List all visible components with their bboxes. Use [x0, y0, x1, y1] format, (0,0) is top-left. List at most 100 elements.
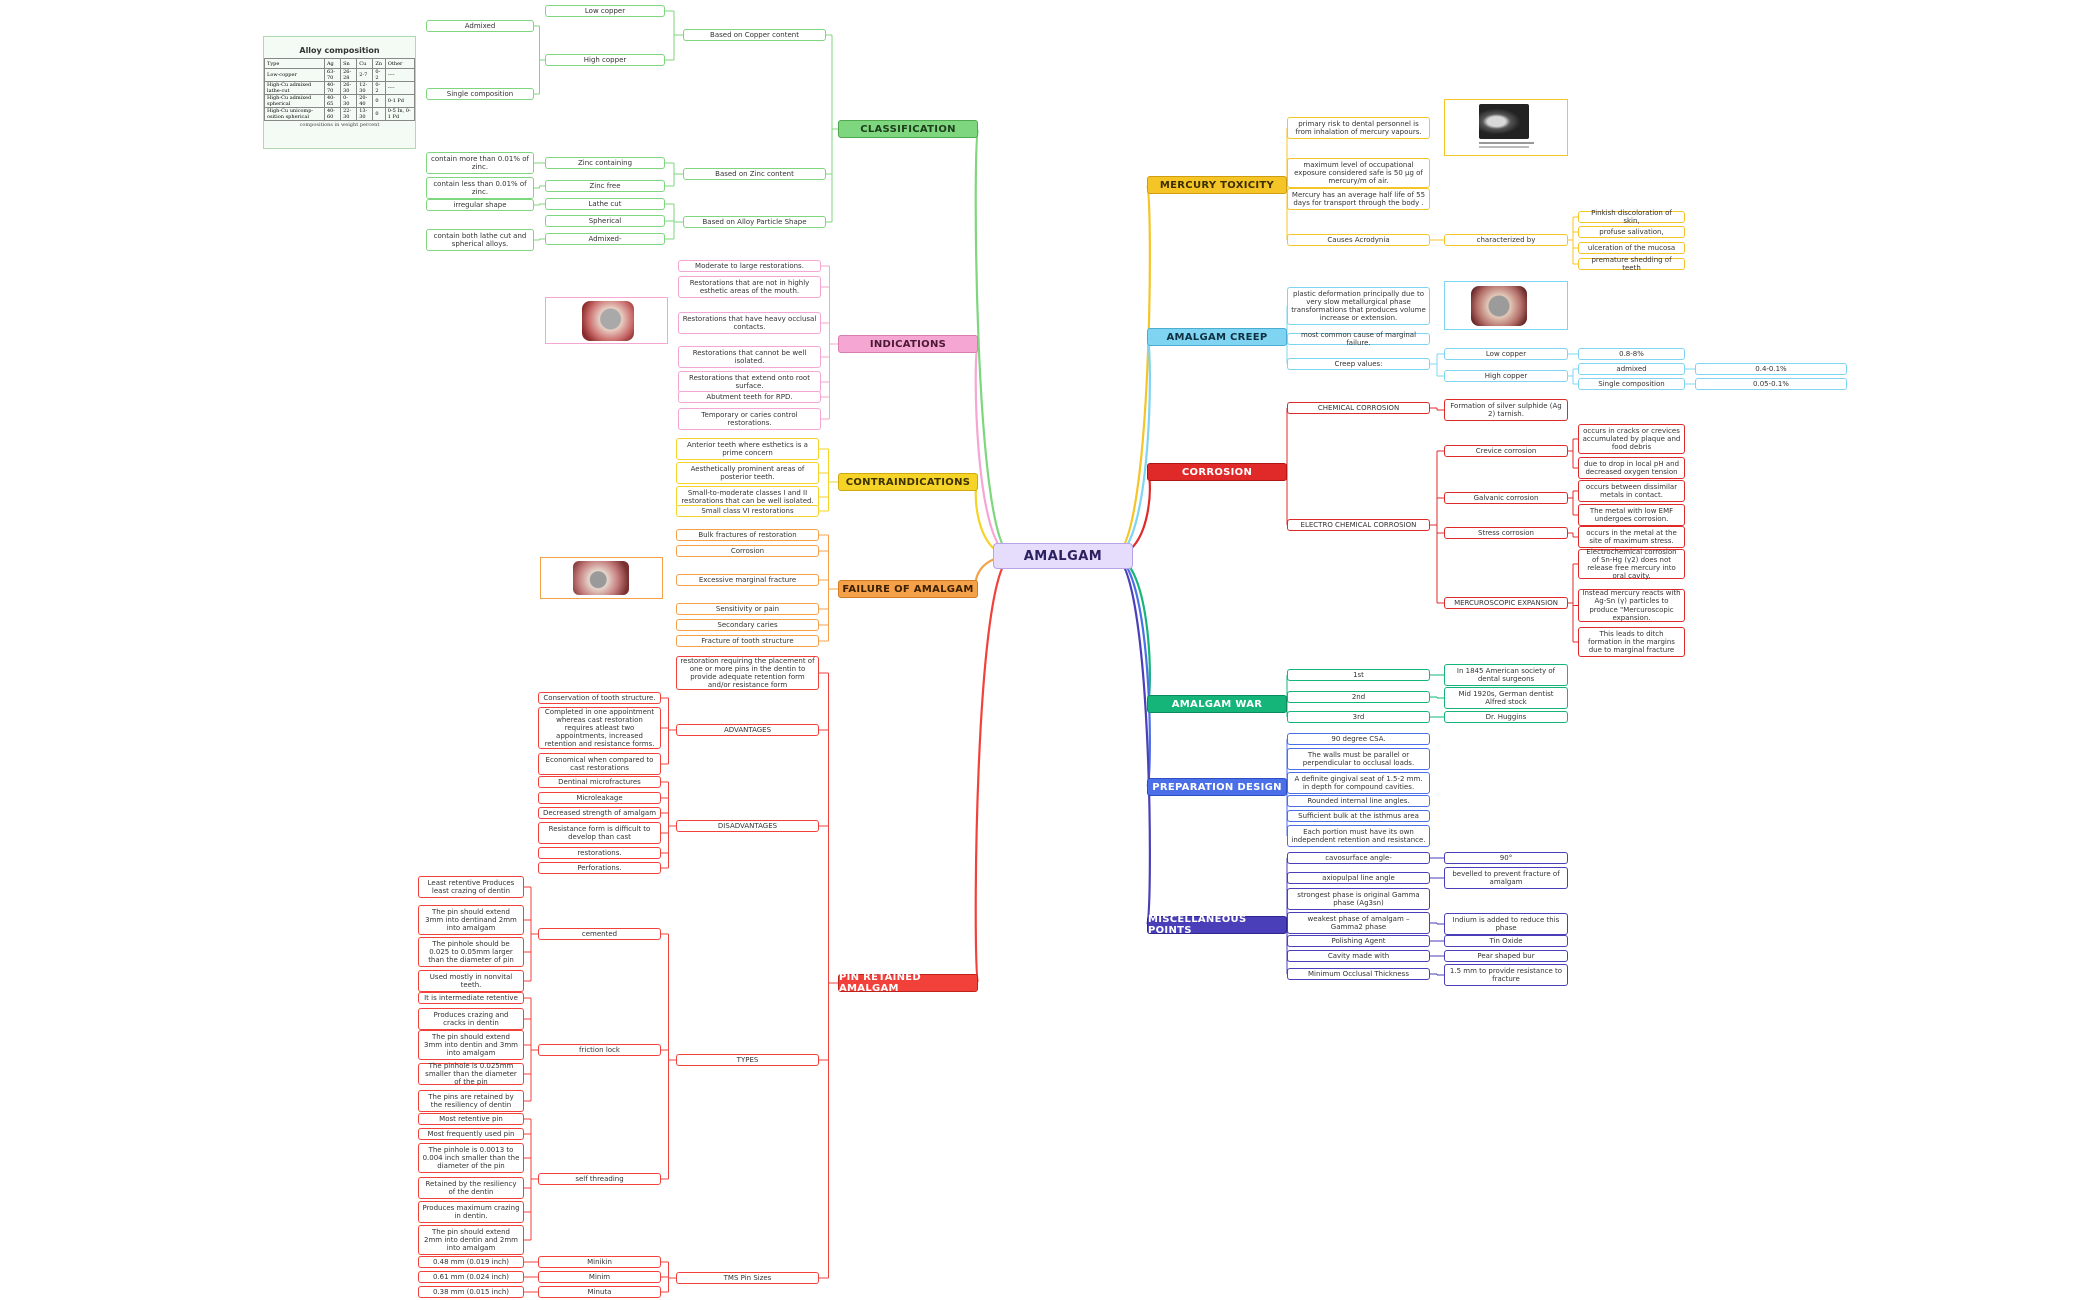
pin-type-self-threading[interactable]: self threading: [538, 1173, 661, 1185]
advantage-item[interactable]: Conservation of tooth structure.: [538, 692, 661, 704]
node-admixed-desc[interactable]: contain both lathe cut and spherical all…: [426, 229, 534, 251]
node-based-on-shape[interactable]: Based on Alloy Particle Shape: [683, 216, 826, 228]
pin-definition[interactable]: restoration requiring the placement of o…: [676, 656, 819, 690]
tms-size-value[interactable]: 0.38 mm (0.015 inch): [418, 1286, 524, 1298]
self-threading-item[interactable]: Retained by the resiliency of the dentin: [418, 1177, 524, 1199]
disadvantage-item[interactable]: Microleakage: [538, 792, 661, 804]
crevice-corrosion-item[interactable]: due to drop in local pH and decreased ox…: [1578, 457, 1685, 479]
misc-item[interactable]: weakest phase of amalgam – Gamma2 phase: [1287, 912, 1430, 934]
friction-item[interactable]: Produces crazing and cracks in dentin: [418, 1008, 524, 1030]
advantage-item[interactable]: Completed in one appointment whereas cas…: [538, 707, 661, 749]
tms-size-name[interactable]: Minikin: [538, 1256, 661, 1268]
node-based-on-copper[interactable]: Based on Copper content: [683, 29, 826, 41]
creep-cause[interactable]: most common cause of marginal failure.: [1287, 331, 1430, 347]
branch-contraindications[interactable]: CONTRAINDICATIONS: [838, 473, 978, 491]
mercuroscopic-expansion[interactable]: MERCUROSCOPIC EXPANSION: [1444, 597, 1568, 609]
misc-item[interactable]: Cavity made with: [1287, 950, 1430, 962]
pin-type-cemented[interactable]: cemented: [538, 928, 661, 940]
preparation-item[interactable]: Rounded internal line angles.: [1287, 795, 1430, 807]
branch-mercury-toxicity[interactable]: MERCURY TOXICITY: [1147, 176, 1287, 194]
branch-corrosion[interactable]: CORROSION: [1147, 463, 1287, 481]
misc-detail[interactable]: Tin Oxide: [1444, 935, 1568, 947]
node-based-on-zinc[interactable]: Based on Zinc content: [683, 168, 826, 180]
branch-miscellaneous-points[interactable]: MISCELLANEOUS POINTS: [1147, 914, 1287, 936]
mercuroscopic-item[interactable]: Instead mercury reacts with Ag-Sn (γ) pa…: [1578, 589, 1685, 622]
branch-preparation-design[interactable]: PREPARATION DESIGN: [1147, 778, 1287, 796]
branch-pin-retained-amalgam[interactable]: PIN RETAINED AMALGAM: [838, 972, 978, 994]
failure-item[interactable]: Secondary caries: [676, 619, 819, 631]
disadvantage-item[interactable]: Resistance form is difficult to develop …: [538, 822, 661, 844]
indication-item[interactable]: Restorations that cannot be well isolate…: [678, 346, 821, 368]
indication-item[interactable]: Moderate to large restorations.: [678, 260, 821, 272]
amalgam-war-1st-desc[interactable]: In 1845 American society of dental surge…: [1444, 664, 1568, 686]
tms-size-name[interactable]: Minim: [538, 1271, 661, 1283]
preparation-item[interactable]: Each portion must have its own independe…: [1287, 825, 1430, 847]
self-threading-item[interactable]: The pin should extend 2mm into dentin an…: [418, 1225, 524, 1255]
node-lathe-cut[interactable]: Lathe cut: [545, 198, 665, 210]
preparation-item[interactable]: 90 degree CSA.: [1287, 733, 1430, 745]
galvanic-corrosion-item[interactable]: The metal with low EMF undergoes corrosi…: [1578, 504, 1685, 526]
failure-item[interactable]: Fracture of tooth structure: [676, 635, 819, 647]
creep-single-composition[interactable]: Single composition: [1578, 378, 1685, 390]
mercuroscopic-item[interactable]: Electrochemical corrosion of Sn-Hg (γ2) …: [1578, 548, 1685, 580]
stress-corrosion[interactable]: Stress corrosion: [1444, 527, 1568, 539]
cemented-item[interactable]: The pinhole should be 0.025 to 0.05mm la…: [418, 937, 524, 967]
failure-item[interactable]: Excessive marginal fracture: [676, 574, 819, 586]
creep-single-value[interactable]: 0.05-0.1%: [1695, 378, 1847, 390]
acrodynia-sign[interactable]: Pinkish discoloration of skin,: [1578, 209, 1685, 225]
misc-detail[interactable]: 90°: [1444, 852, 1568, 864]
pin-advantages[interactable]: ADVANTAGES: [676, 724, 819, 736]
failure-item[interactable]: Sensitivity or pain: [676, 603, 819, 615]
galvanic-corrosion[interactable]: Galvanic corrosion: [1444, 492, 1568, 504]
self-threading-item[interactable]: Most frequently used pin: [418, 1128, 524, 1140]
friction-item[interactable]: It is intermediate retentive: [418, 992, 524, 1004]
amalgam-war-1st[interactable]: 1st: [1287, 669, 1430, 681]
node-lathe-cut-desc[interactable]: irregular shape: [426, 199, 534, 211]
preparation-item[interactable]: A definite gingival seat of 1.5-2 mm. in…: [1287, 772, 1430, 794]
creep-admixed-value[interactable]: 0.4-0.1%: [1695, 363, 1847, 375]
misc-item[interactable]: Minimum Occlusal Thickness: [1287, 968, 1430, 980]
disadvantage-item[interactable]: Dentinal microfractures: [538, 776, 661, 788]
node-zinc-containing-desc[interactable]: contain more than 0.01% of zinc.: [426, 152, 534, 174]
self-threading-item[interactable]: Most retentive pin: [418, 1113, 524, 1125]
contraindication-item[interactable]: Anterior teeth where esthetics is a prim…: [676, 438, 819, 460]
disadvantage-item[interactable]: Perforations.: [538, 862, 661, 874]
amalgam-war-2nd-desc[interactable]: Mid 1920s, German dentist Alfred stock: [1444, 687, 1568, 709]
cemented-item[interactable]: Least retentive Produces least crazing o…: [418, 876, 524, 898]
misc-item[interactable]: cavosurface angle-: [1287, 852, 1430, 864]
mercury-acrodynia[interactable]: Causes Acrodynia: [1287, 234, 1430, 246]
creep-definition[interactable]: plastic deformation principally due to v…: [1287, 287, 1430, 325]
node-high-copper[interactable]: High copper: [545, 54, 665, 66]
acrodynia-sign[interactable]: profuse salivation,: [1578, 226, 1685, 238]
chemical-corrosion-desc[interactable]: Formation of silver sulphide (Ag 2) tarn…: [1444, 399, 1568, 421]
contraindication-item[interactable]: Small class VI restorations: [676, 505, 819, 517]
indication-item[interactable]: Abutment teeth for RPD.: [678, 391, 821, 403]
mercury-item[interactable]: maximum level of occupational exposure c…: [1287, 158, 1430, 188]
electrochemical-corrosion[interactable]: ELECTRO CHEMICAL CORROSION: [1287, 519, 1430, 531]
disadvantage-item[interactable]: Decreased strength of amalgam: [538, 807, 661, 819]
node-admixed[interactable]: Admixed: [426, 20, 534, 32]
pin-types[interactable]: TYPES: [676, 1054, 819, 1066]
advantage-item[interactable]: Economical when compared to cast restora…: [538, 753, 661, 775]
self-threading-item[interactable]: The pinhole is 0.0013 to 0.004 inch smal…: [418, 1143, 524, 1173]
misc-item[interactable]: strongest phase is original Gamma phase …: [1287, 888, 1430, 910]
mercury-item[interactable]: Mercury has an average half life of 55 d…: [1287, 188, 1430, 210]
contraindication-item[interactable]: Aesthetically prominent areas of posteri…: [676, 462, 819, 484]
misc-item[interactable]: Polishing Agent: [1287, 935, 1430, 947]
misc-detail[interactable]: bevelled to prevent fracture of amalgam: [1444, 867, 1568, 889]
disadvantage-item[interactable]: restorations.: [538, 847, 661, 859]
tms-size-name[interactable]: Minuta: [538, 1286, 661, 1298]
creep-low-copper-value[interactable]: 0.8-8%: [1578, 348, 1685, 360]
creep-low-copper[interactable]: Low copper: [1444, 348, 1568, 360]
amalgam-war-3rd[interactable]: 3rd: [1287, 711, 1430, 723]
node-zinc-containing[interactable]: Zinc containing: [545, 157, 665, 169]
indication-item[interactable]: Restorations that have heavy occlusal co…: [678, 312, 821, 334]
pin-tms-sizes[interactable]: TMS Pin Sizes: [676, 1272, 819, 1284]
cemented-item[interactable]: The pin should extend 3mm into dentinand…: [418, 905, 524, 935]
node-low-copper[interactable]: Low copper: [545, 5, 665, 17]
misc-detail[interactable]: Pear shaped bur: [1444, 950, 1568, 962]
branch-indications[interactable]: INDICATIONS: [838, 335, 978, 353]
branch-classification[interactable]: CLASSIFICATION: [838, 120, 978, 138]
indication-item[interactable]: Temporary or caries control restorations…: [678, 408, 821, 430]
creep-admixed[interactable]: admixed: [1578, 363, 1685, 375]
